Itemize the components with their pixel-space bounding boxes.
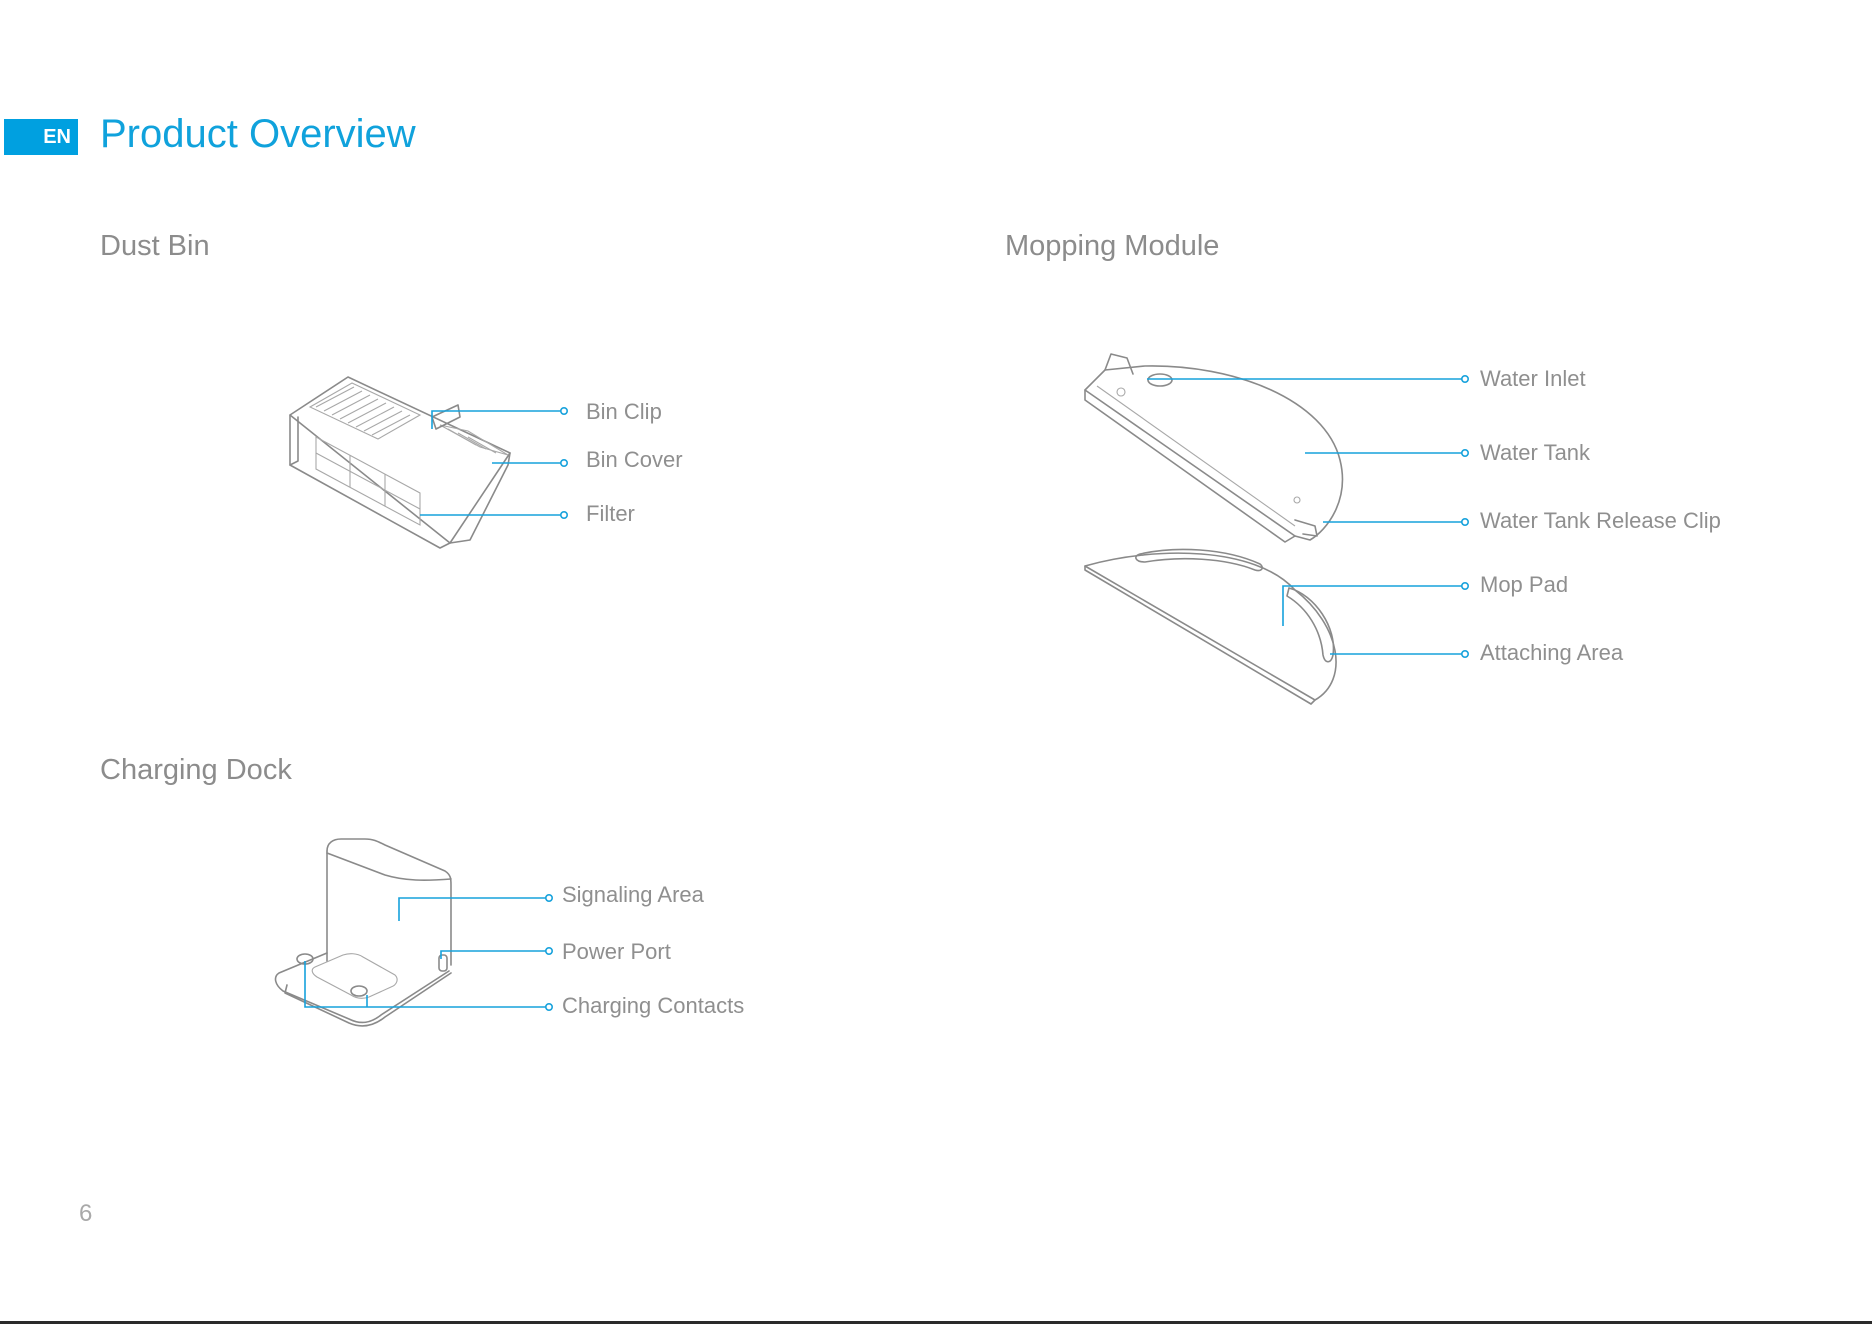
- mopping-module-heading: Mopping Module: [1005, 230, 1219, 263]
- callout-water-tank: Water Tank: [1480, 440, 1590, 466]
- dust-bin-illustration: [280, 365, 580, 555]
- callout-mop-pad: Mop Pad: [1480, 572, 1568, 598]
- callout-attaching-area: Attaching Area: [1480, 640, 1623, 666]
- callout-water-inlet: Water Inlet: [1480, 366, 1586, 392]
- callout-charging-contacts: Charging Contacts: [562, 993, 744, 1019]
- callout-bin-cover: Bin Cover: [586, 447, 683, 473]
- language-badge: EN: [4, 119, 78, 155]
- charging-dock-illustration: [265, 835, 565, 1025]
- callout-signaling-area: Signaling Area: [562, 882, 704, 908]
- mopping-module-illustration: [1075, 350, 1475, 710]
- callout-bin-clip: Bin Clip: [586, 399, 662, 425]
- dust-bin-heading: Dust Bin: [100, 230, 210, 263]
- callout-filter: Filter: [586, 501, 635, 527]
- callout-power-port: Power Port: [562, 939, 671, 965]
- charging-dock-heading: Charging Dock: [100, 754, 292, 787]
- callout-water-tank-release-clip: Water Tank Release Clip: [1480, 508, 1721, 534]
- page-number: 6: [79, 1200, 92, 1228]
- page-title: Product Overview: [100, 112, 416, 157]
